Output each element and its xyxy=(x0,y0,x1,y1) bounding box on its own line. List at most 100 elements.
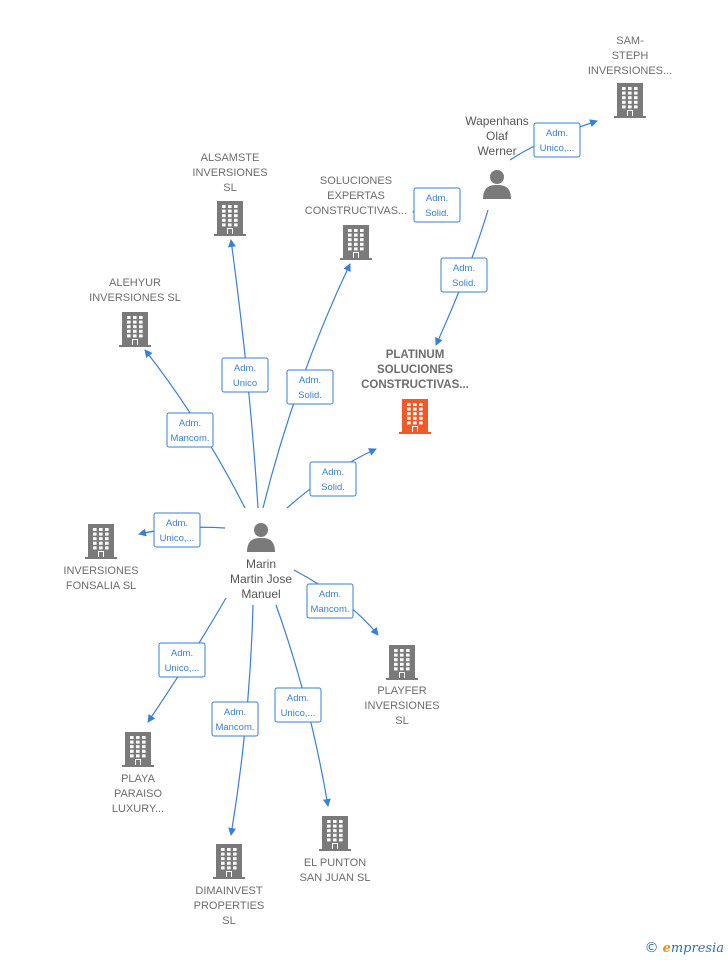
company-label[interactable]: PLAYFER xyxy=(377,685,426,697)
company-label[interactable]: INVERSIONES xyxy=(63,565,138,577)
role-badge[interactable]: Adm.Solid. xyxy=(309,461,357,497)
edge-marin-to-platinum: Adm.Solid. xyxy=(286,448,377,509)
role-badge[interactable]: Adm.Solid. xyxy=(286,369,334,405)
role-badge-text: Adm. xyxy=(546,128,568,139)
role-badge-box xyxy=(153,512,201,548)
company-label[interactable]: INVERSIONES xyxy=(192,167,267,179)
company-label[interactable]: LUXURY... xyxy=(112,803,164,815)
role-badge-box xyxy=(306,583,354,619)
role-badge[interactable]: Adm.Solid. xyxy=(440,257,488,293)
company-label[interactable]: PLAYA xyxy=(121,773,155,785)
person-label[interactable]: Olaf xyxy=(486,129,509,143)
role-badge-text: Adm. xyxy=(179,418,201,429)
person-label[interactable]: Wapenhans xyxy=(465,114,529,128)
role-badge-text: Solid. xyxy=(298,390,322,401)
role-badge-text: Adm. xyxy=(287,693,309,704)
company-label[interactable]: SAN JUAN SL xyxy=(300,872,371,884)
building-icon[interactable] xyxy=(214,201,246,236)
company-label[interactable]: EL PUNTON xyxy=(304,857,366,869)
role-badge-box xyxy=(211,701,259,737)
edge-marin-to-playa-paraiso: Adm.Unico,... xyxy=(147,597,227,723)
company-label[interactable]: SOLUCIONES xyxy=(377,364,453,376)
nodes-layer: SAM- STEPH INVERSIONES... ALSAMSTE INVERSION… xyxy=(63,35,672,927)
company-node-alsamste[interactable]: ALSAMSTE INVERSIONES SL xyxy=(192,152,268,236)
role-badge[interactable]: Adm.Mancom. xyxy=(166,412,214,448)
company-label[interactable]: SL xyxy=(222,915,235,927)
role-badge-text: Adm. xyxy=(234,363,256,374)
company-label[interactable]: ALSAMSTE xyxy=(201,152,260,164)
person-icon[interactable] xyxy=(247,523,275,552)
company-label[interactable]: STEPH xyxy=(612,50,649,62)
role-badge-box xyxy=(166,412,214,448)
role-badge[interactable]: Adm. Unico,... xyxy=(533,122,581,158)
company-node-platinum[interactable]: PLATINUM SOLUCIONES CONSTRUCTIVAS... xyxy=(361,349,469,434)
company-node-sam-steph[interactable]: SAM- STEPH INVERSIONES... xyxy=(588,35,672,118)
company-node-playa-paraiso[interactable]: PLAYA PARAISO LUXURY... xyxy=(112,732,164,815)
role-badge-box xyxy=(274,687,322,723)
role-badge-box xyxy=(309,461,357,497)
company-label[interactable]: DIMAINVEST xyxy=(195,885,263,897)
company-label[interactable]: ALEHYUR xyxy=(109,277,161,289)
copyright-symbol: © xyxy=(644,940,659,956)
role-badge-text: Mancom. xyxy=(215,722,254,733)
building-highlight-icon[interactable] xyxy=(399,399,431,434)
company-label[interactable]: SOLUCIONES xyxy=(320,175,392,187)
company-label[interactable]: INVERSIONES... xyxy=(588,65,672,77)
role-badge-text: Unico,... xyxy=(540,143,575,154)
building-icon[interactable] xyxy=(122,732,154,767)
edge-wapenhans-to-soluciones-expertas: Adm.Solid. xyxy=(412,187,461,223)
company-label[interactable]: PARAISO xyxy=(114,788,163,800)
building-icon[interactable] xyxy=(614,83,646,118)
edges-layer: Adm.Unico,...Adm.Solid.Adm.Solid.Adm.Uni… xyxy=(138,119,598,836)
company-label[interactable]: INVERSIONES xyxy=(364,700,439,712)
building-icon[interactable] xyxy=(119,312,151,347)
company-label[interactable]: EXPERTAS xyxy=(327,190,385,202)
role-badge[interactable]: Adm. Unico xyxy=(221,357,269,393)
edge-marin-to-playfer: Adm.Mancom. xyxy=(293,569,379,636)
role-badge[interactable]: Adm. Unico,... xyxy=(153,512,201,548)
building-icon[interactable] xyxy=(213,844,245,879)
edge-marin-to-el-punton: Adm.Unico,... xyxy=(274,604,331,807)
person-label[interactable]: Marin xyxy=(246,557,276,571)
company-label[interactable]: SL xyxy=(223,182,236,194)
company-node-dimainvest[interactable]: DIMAINVEST PROPERTIES SL xyxy=(194,844,265,927)
edge-marin-to-soluciones-expertas: Adm.Solid. xyxy=(262,263,351,509)
role-badge-text: Solid. xyxy=(425,208,449,219)
role-badge-text: Unico,... xyxy=(160,533,195,544)
company-label[interactable]: INVERSIONES SL xyxy=(89,292,181,304)
company-label[interactable]: PROPERTIES xyxy=(194,900,265,912)
role-badge[interactable]: Adm.Solid. xyxy=(413,187,461,223)
company-node-alehyur[interactable]: ALEHYUR INVERSIONES SL xyxy=(89,277,181,347)
role-badge-text: Unico xyxy=(233,378,257,389)
role-badge[interactable]: Adm.Mancom. xyxy=(211,701,259,737)
person-label[interactable]: Martin Jose xyxy=(230,572,292,586)
person-label[interactable]: Manuel xyxy=(241,587,280,601)
company-node-playfer[interactable]: PLAYFER INVERSIONES SL xyxy=(364,645,440,727)
building-icon[interactable] xyxy=(85,524,117,559)
role-badge[interactable]: Adm.Mancom. xyxy=(306,583,354,619)
company-label[interactable]: SAM- xyxy=(616,35,644,47)
building-icon[interactable] xyxy=(340,225,372,260)
company-label[interactable]: PLATINUM xyxy=(386,349,445,361)
company-node-fonsalia[interactable]: INVERSIONES FONSALIA SL xyxy=(63,524,139,592)
company-node-soluciones-expertas[interactable]: SOLUCIONES EXPERTAS CONSTRUCTIVAS... xyxy=(305,175,407,260)
person-label[interactable]: Werner xyxy=(477,144,516,158)
role-badge-text: Adm. xyxy=(171,648,193,659)
company-node-el-punton[interactable]: EL PUNTON SAN JUAN SL xyxy=(300,816,371,884)
building-icon[interactable] xyxy=(386,645,418,680)
building-icon[interactable] xyxy=(319,816,351,851)
company-label[interactable]: CONSTRUCTIVAS... xyxy=(361,379,469,391)
role-badge-text: Adm. xyxy=(166,518,188,529)
role-badge-text: Solid. xyxy=(321,482,345,493)
role-badge[interactable]: Adm.Unico,... xyxy=(158,642,206,678)
company-label[interactable]: FONSALIA SL xyxy=(66,580,136,592)
role-badge-box xyxy=(440,257,488,293)
company-label[interactable]: SL xyxy=(395,715,408,727)
company-label[interactable]: CONSTRUCTIVAS... xyxy=(305,205,407,217)
edge-marin-to-dimainvest: Adm.Mancom. xyxy=(211,604,259,836)
person-icon[interactable] xyxy=(483,170,511,199)
role-badge[interactable]: Adm.Unico,... xyxy=(274,687,322,723)
role-badge-box xyxy=(158,642,206,678)
